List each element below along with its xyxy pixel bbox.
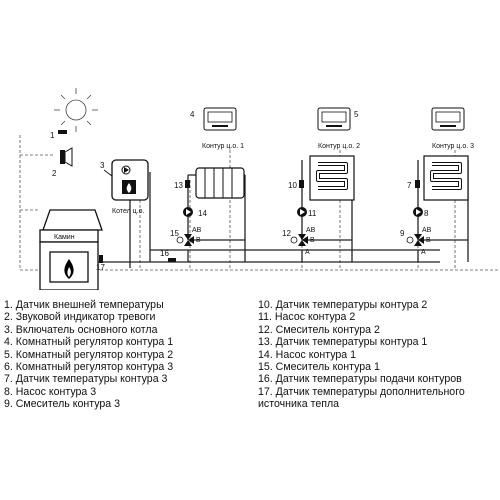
supply-flow-sensor [168,258,176,262]
label-n5: 5 [354,110,359,119]
label-n15: 15 [170,229,179,238]
legend-item-6: 6. Комнатный регулятор контура 3 [4,361,174,374]
contour3-temperature-sensor [415,180,420,188]
label-n1: 1 [50,131,55,140]
legend-item-5: 5. Комнатный регулятор контура 2 [4,348,174,361]
contour3-mixer-b: B [426,237,431,244]
sun-icon [54,88,98,132]
label-n13: 13 [174,181,183,190]
contour3-mixer-ab: AB [422,227,432,234]
contour2-title: Контур ц.о. 2 [318,143,360,150]
label-n3: 3 [100,161,105,170]
contour1-temperature-sensor [185,180,190,188]
contour3-title: Контур ц.о. 3 [432,143,474,150]
contour1-mixer-ab: AB [192,227,202,234]
label-n4: 4 [190,110,195,119]
room-controller-2 [317,107,351,131]
legend-right-column: 10. Датчик температуры контура 2 11. Нас… [258,299,498,411]
label-n11: 11 [308,209,317,218]
boiler-label: Котел ц.о. [112,208,144,215]
legend-item-10: 10. Датчик температуры контура 2 [258,299,428,311]
contour2-mixer-icon [290,234,308,246]
outdoor-temperature-sensor [58,130,67,134]
boiler-icon [111,159,149,201]
legend-item-14: 14. Насос контура 1 [258,348,357,361]
legend-item-15: 15. Смеситель контура 1 [258,361,380,374]
room-controller-1 [203,107,237,131]
label-n12: 12 [282,229,291,238]
radiator-icon [195,167,245,199]
alarm-indicator-icon [60,147,73,167]
underfloor-loop-2 [309,155,355,201]
label-n14: 14 [198,209,207,218]
contour1-mixer-b: B [196,237,201,244]
label-n9: 9 [400,229,405,238]
contour2-temperature-sensor [299,180,304,188]
legend-item-7: 7. Датчик температуры контура 3 [4,373,168,386]
contour3-mixer-a: A [421,249,426,256]
contour3-pump-icon [413,207,423,217]
contour2-mixer-b: B [310,237,315,244]
legend-item-8: 8. Насос контура 3 [4,385,97,398]
contour2-mixer-ab: AB [306,227,316,234]
fireplace-label: Камин [54,234,75,241]
label-n2: 2 [52,169,57,178]
contour2-pump-icon [297,207,307,217]
legend-item-12: 12. Смеситель контура 2 [258,323,380,336]
legend-item-3: 3. Включатель основного котла [4,323,158,336]
fireplace-icon [39,209,103,290]
heating-scheme-diagram: 1 2 3 Котел ц.о. Камин 17 16 4 [19,88,500,290]
legend-item-11: 11. Насос контура 2 [258,311,356,324]
room-controller-3 [431,107,465,131]
legend-item-17: 17. Датчик температуры дополнительного и… [258,385,465,411]
legend-item-9: 9. Смеситель контура 3 [4,398,120,411]
contour2-mixer-a: A [305,249,310,256]
legend-item-16: 16. Датчик температуры подачи контуров [258,373,462,386]
contour3-mixer-icon [406,234,424,246]
label-n16: 16 [160,249,169,258]
underfloor-loop-3 [423,155,469,201]
label-n17: 17 [96,263,105,272]
extra-heat-source-sensor [99,255,103,263]
legend-item-1: 1. Датчик внешней температуры [4,299,164,311]
legend-item-2: 2. Звуковой индикатор тревоги [4,311,156,324]
label-n10: 10 [288,181,297,190]
contour1-title: Контур ц.о. 1 [202,143,244,150]
label-n8: 8 [424,209,429,218]
legend-left-column: 1. Датчик внешней температуры 2. Звуково… [4,299,249,411]
label-n7: 7 [407,181,412,190]
legend-item-4: 4. Комнатный регулятор контура 1 [4,336,174,349]
contour1-pump-icon [183,207,193,217]
legend-item-13: 13. Датчик температуры контура 1 [258,336,428,349]
pipework [98,160,469,268]
contour1-mixer-icon [176,234,194,246]
